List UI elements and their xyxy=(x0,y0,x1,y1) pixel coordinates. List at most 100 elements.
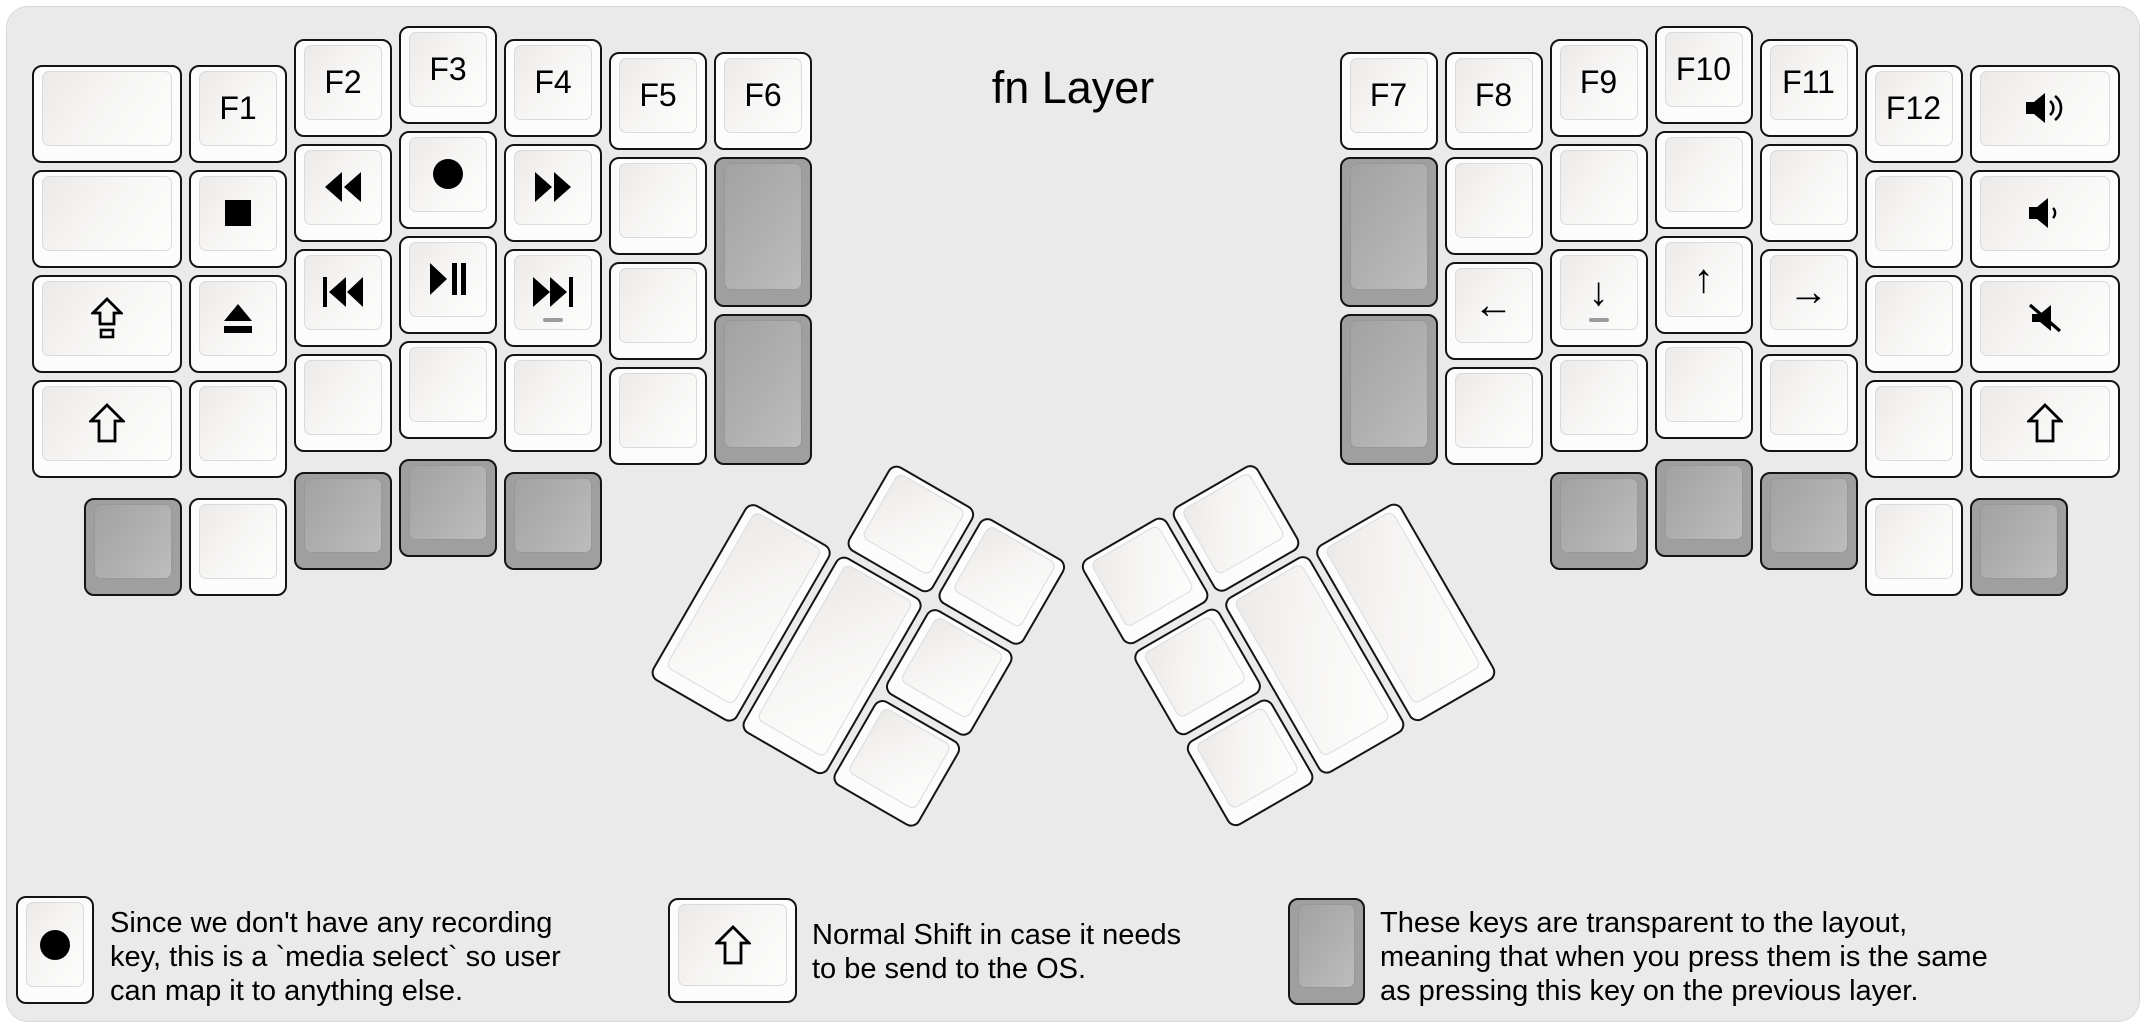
keycap-surface: F6 xyxy=(724,57,802,133)
key-arrow-right[interactable]: → xyxy=(1759,248,1858,347)
key-transparent[interactable] xyxy=(399,458,497,557)
keycap-surface: F11 xyxy=(1769,44,1848,120)
key-blank[interactable] xyxy=(294,353,392,452)
key-play-pause[interactable] xyxy=(399,235,497,334)
key-blank[interactable] xyxy=(1549,143,1648,242)
key-transparent[interactable] xyxy=(1549,471,1648,570)
key-blank[interactable] xyxy=(1654,340,1753,439)
fast-forward-icon xyxy=(535,172,571,203)
key-record-media-select[interactable] xyxy=(399,130,497,229)
keycap-surface xyxy=(1769,149,1848,225)
keycap-surface xyxy=(409,346,487,422)
key-blank[interactable] xyxy=(1444,366,1543,465)
keycap-surface xyxy=(514,254,592,330)
keycap-surface: F9 xyxy=(1559,44,1638,120)
key-blank[interactable] xyxy=(609,366,707,465)
key-f10[interactable]: F10 xyxy=(1654,25,1753,124)
key-rewind[interactable] xyxy=(294,143,392,242)
key-blank[interactable] xyxy=(1654,130,1753,229)
record-icon xyxy=(40,929,70,960)
arrow-right-icon: → xyxy=(1788,270,1829,315)
key-transparent[interactable] xyxy=(1759,471,1858,570)
keycap-surface xyxy=(94,504,172,579)
keycap-surface: ← xyxy=(1454,267,1533,343)
keycap-surface xyxy=(1664,136,1743,212)
keycap-surface xyxy=(724,162,802,291)
keycap-surface xyxy=(304,254,382,330)
key-prev-track[interactable] xyxy=(294,248,392,347)
keycap-surface: F3 xyxy=(409,31,487,107)
keycap-surface: F4 xyxy=(514,44,592,120)
key-volume-up[interactable] xyxy=(1969,64,2120,163)
key-f11[interactable]: F11 xyxy=(1759,38,1858,137)
key-transparent[interactable] xyxy=(1339,314,1438,465)
shift-icon xyxy=(714,925,751,965)
shift-lock-icon xyxy=(90,297,123,339)
key-blank[interactable] xyxy=(504,353,602,452)
key-f9[interactable]: F9 xyxy=(1549,38,1648,137)
keycap-surface xyxy=(619,267,697,343)
key-f8[interactable]: F8 xyxy=(1444,51,1543,150)
key-blank[interactable] xyxy=(609,261,707,360)
key-blank[interactable] xyxy=(1759,143,1858,242)
key-transparent[interactable] xyxy=(714,314,812,465)
key-transparent[interactable] xyxy=(1654,458,1753,557)
legend-transparent-note-text: These keys are transparent to the layout… xyxy=(1380,907,1988,1007)
key-fast-forward[interactable] xyxy=(504,143,602,242)
key-f2[interactable]: F2 xyxy=(294,38,392,137)
key-arrow-up[interactable]: ↑ xyxy=(1654,235,1753,334)
shift-icon xyxy=(2026,403,2063,443)
keycap-surface xyxy=(619,372,697,448)
keycap-surface: F8 xyxy=(1454,57,1533,133)
key-legend-text: F6 xyxy=(744,76,782,113)
key-legend-text: F12 xyxy=(1885,89,1942,126)
key-next-track[interactable] xyxy=(504,248,602,347)
key-transparent[interactable] xyxy=(84,498,182,596)
key-f3[interactable]: F3 xyxy=(399,25,497,124)
key-eject[interactable] xyxy=(189,274,287,373)
key-blank[interactable] xyxy=(1444,156,1543,255)
key-blank[interactable] xyxy=(1864,498,1963,596)
key-transparent[interactable] xyxy=(714,156,812,308)
key-shift[interactable] xyxy=(1969,379,2120,478)
key-blank[interactable] xyxy=(609,156,707,255)
key-f4[interactable]: F4 xyxy=(504,38,602,137)
volume-down-icon xyxy=(2028,198,2057,229)
keycap-surface xyxy=(409,464,487,540)
key-volume-down[interactable] xyxy=(1969,169,2120,268)
key-transparent[interactable] xyxy=(294,471,392,570)
key-shift-lock[interactable] xyxy=(31,274,182,373)
keycap-surface xyxy=(199,385,277,461)
keycap-surface xyxy=(1874,175,1953,251)
key-f7[interactable]: F7 xyxy=(1339,51,1438,150)
key-blank[interactable] xyxy=(1864,379,1963,478)
key-f6[interactable]: F6 xyxy=(714,51,812,150)
keycap-surface xyxy=(409,241,487,317)
key-blank[interactable] xyxy=(1759,353,1858,452)
key-f5[interactable]: F5 xyxy=(609,51,707,150)
key-blank[interactable] xyxy=(399,340,497,439)
key-blank[interactable] xyxy=(189,498,287,596)
key-f12[interactable]: F12 xyxy=(1864,64,1963,163)
key-stop[interactable] xyxy=(189,169,287,268)
key-transparent[interactable] xyxy=(504,471,602,570)
key-f1[interactable]: F1 xyxy=(189,64,287,163)
key-blank[interactable] xyxy=(1864,169,1963,268)
key-blank[interactable] xyxy=(31,169,182,268)
key-arrow-down[interactable]: ↓ xyxy=(1549,248,1648,347)
keycap-surface xyxy=(1664,346,1743,422)
key-blank[interactable] xyxy=(189,379,287,478)
key-shift[interactable] xyxy=(31,379,182,478)
keycap-surface xyxy=(1979,70,2110,146)
keycap-surface xyxy=(409,136,487,212)
key-blank[interactable] xyxy=(31,64,182,163)
key-transparent[interactable] xyxy=(1339,156,1438,308)
key-arrow-left[interactable]: ← xyxy=(1444,261,1543,360)
key-blank[interactable] xyxy=(1549,353,1648,452)
key-blank[interactable] xyxy=(1864,274,1963,373)
key-mute[interactable] xyxy=(1969,274,2120,373)
prev-track-icon xyxy=(323,277,363,308)
keycap-surface xyxy=(41,70,172,146)
keycap-surface xyxy=(41,175,172,251)
key-transparent[interactable] xyxy=(1969,498,2068,596)
